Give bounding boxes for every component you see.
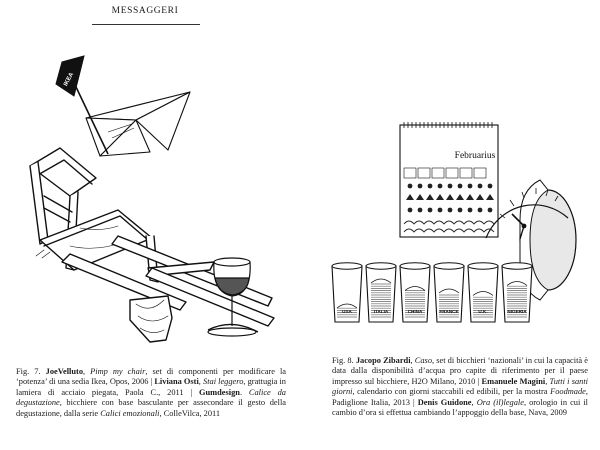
figure-7-text-1: , set di componenti per modificare la ‘p…: [16, 367, 287, 387]
glass-label: CHINA: [408, 309, 423, 314]
ikea-flag-illustration: IKEA: [55, 55, 85, 97]
glasses-set-illustration: USA ITALIA CHINA FRANCE U.K. NIGERIA: [331, 262, 533, 323]
figure-8-text-3: , Padiglione Italia, 2013 |: [332, 387, 588, 407]
figure-8-author-1: Jacopo Zibardi: [355, 356, 411, 365]
glass-label: NIGERIA: [507, 309, 527, 314]
figure-8-author-3: Denis Guidone: [417, 397, 472, 407]
glass-usa: USA: [331, 262, 363, 323]
glass-france: FRANCE: [433, 262, 465, 323]
figure-7-sep-2: ,: [198, 377, 203, 387]
figure-8-sep-3: ,: [471, 397, 477, 407]
glass-china: CHINA: [399, 262, 431, 323]
figure-8-title-4: Ora (il)legale: [476, 397, 524, 407]
figure-7-sep-1: ,: [83, 367, 91, 376]
figure-8-sep-2: ,: [545, 376, 550, 386]
glass-label: USA: [342, 309, 352, 314]
figure-7-author-3: Gumdesign: [198, 387, 240, 397]
figure-7-text-4: , ColleVilca, 2011: [159, 408, 221, 418]
figure-8-text-4: , orologio in cui il cambio d’ora si eff…: [332, 397, 589, 418]
calendar-illustration: Februarius: [399, 122, 499, 238]
running-title: MESSAGGERI: [111, 6, 179, 16]
calendar-month-label: Februarius: [455, 151, 496, 161]
figure-8-text-2: , calendario con giorni staccabili ed ed…: [352, 387, 551, 397]
paper-plane-illustration: [65, 65, 191, 157]
figure-7-text-3: , bicchiere con base basculante per asse…: [16, 398, 286, 418]
figure-7-title-2: Stai leggero: [203, 377, 244, 387]
figure-7-text-2: , grattugia in lamiera di acciaio piegat…: [16, 377, 286, 397]
figure-8-text-1: , set di bicchieri ‘nazionali’ in cui la…: [332, 356, 588, 386]
running-title-rule: [92, 24, 200, 25]
figure-7-author-2: Liviana Osti: [154, 377, 199, 387]
glass-label: U.K.: [478, 309, 487, 314]
figure-7-title-4: Calici emozionali: [100, 408, 160, 418]
glass-label: FRANCE: [439, 309, 458, 314]
figure-8-title-1: Caso: [414, 356, 433, 365]
glass-nigeria: NIGERIA: [501, 262, 533, 323]
figure-8-author-2: Emanuele Magini: [481, 376, 546, 386]
glass-italia: ITALIA: [365, 262, 397, 323]
figure-7-caption: Fig. 7. JoeVelluto, Pimp my chair, set d…: [16, 367, 286, 419]
figure-8-title-3: Foodmade: [550, 387, 586, 397]
figure-8-sep-1: ,: [410, 356, 415, 365]
clock-illustration: [485, 179, 577, 301]
chair-illustration: [29, 147, 275, 343]
figure-7-number: Fig. 7.: [16, 367, 41, 376]
figure-8-number: Fig. 8.: [332, 356, 354, 365]
figure-7-title-3: Calice da degustazione: [16, 387, 286, 408]
glass-label: ITALIA: [374, 309, 389, 314]
figure-8-caption: Fig. 8. Jacopo Zibardi, Caso, set di bic…: [332, 356, 588, 418]
figure-7-author-1: JoeVelluto: [45, 367, 84, 376]
glass-uk: U.K.: [467, 262, 499, 323]
figure-7-sep-3: .: [239, 387, 249, 397]
wine-glass-illustration: [207, 257, 259, 337]
figure-8-title-2: Tutti i santi giorni: [332, 376, 589, 397]
figure-7-title-1: Pimp my chair: [90, 367, 146, 376]
